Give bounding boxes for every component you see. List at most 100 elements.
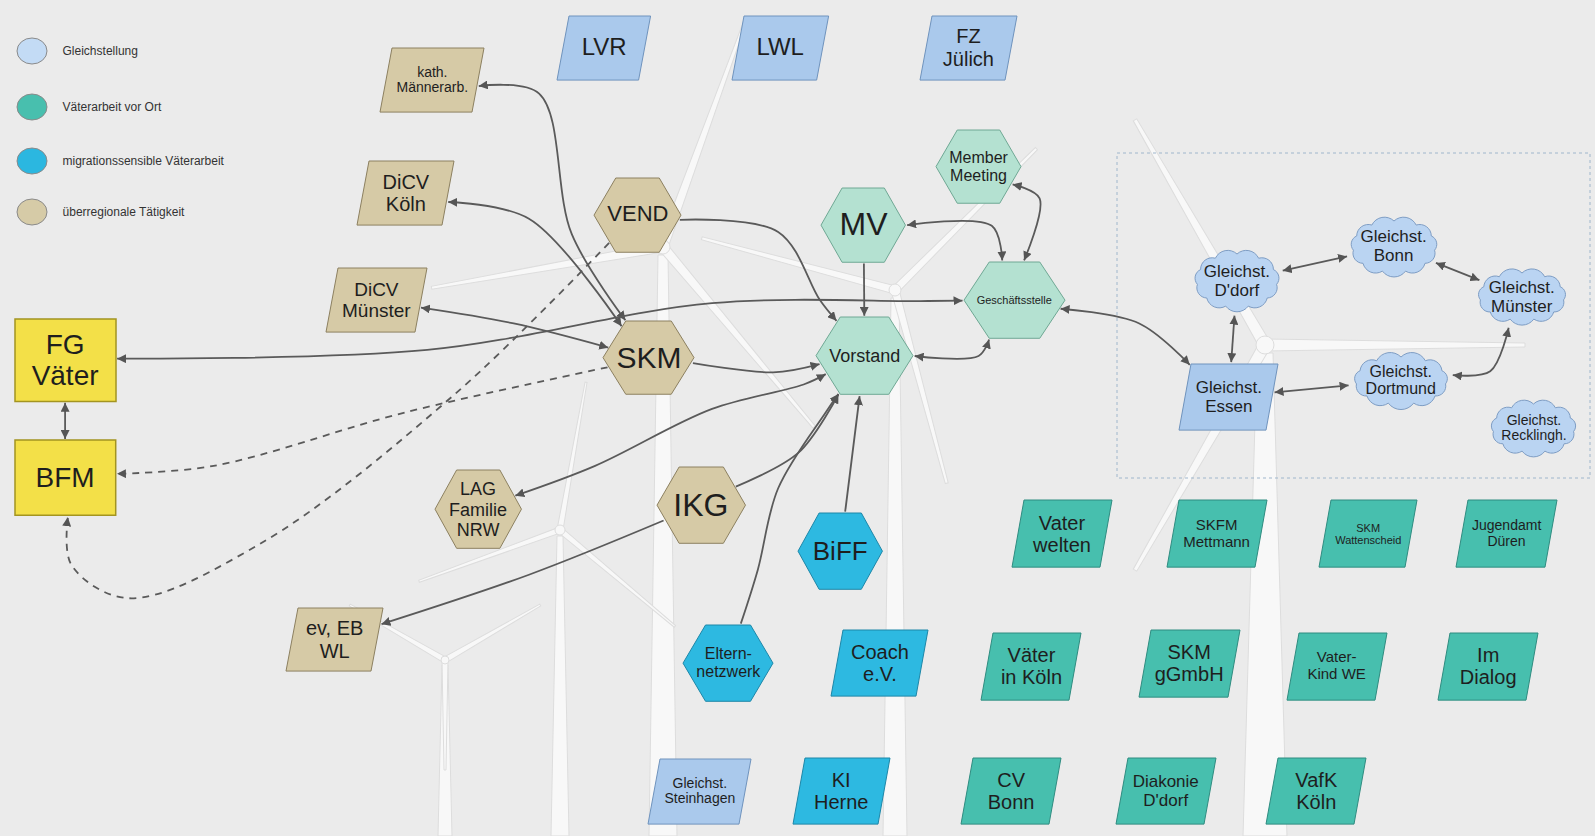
- parallelogram-box: Coach e.V.: [831, 630, 928, 696]
- connector-arrow: [117, 367, 608, 474]
- turbine-blade: [442, 660, 448, 770]
- node-label: VafK Köln: [1282, 769, 1350, 814]
- connector-arrow: [1275, 385, 1349, 392]
- parallelogram-box: Vater-Kind WE: [1287, 633, 1387, 700]
- parallelogram-box: Diakonie D'dorf: [1116, 758, 1216, 824]
- connector-arrow: [1453, 328, 1509, 376]
- parallelogram-box: kath. Männerarb.: [380, 48, 484, 112]
- node-label: Jugendamt Düren: [1472, 518, 1541, 549]
- para-outline: [1266, 758, 1366, 824]
- parallelogram-box: KI Herne: [793, 758, 890, 824]
- hex-outline: [657, 467, 745, 543]
- para-outline: [357, 161, 454, 225]
- parallelogram-box: Vater welten: [1012, 500, 1112, 567]
- para-outline: [557, 16, 651, 80]
- legend-label: überregionale Tätigkeit: [63, 205, 185, 219]
- para-outline: [326, 268, 427, 332]
- para-outline: [793, 758, 890, 824]
- connector-arrow: [680, 220, 837, 321]
- hexagon-node: MV: [821, 188, 905, 262]
- node-label: LWL: [756, 34, 804, 61]
- parallelogram-box: DiCV Münster: [326, 268, 427, 332]
- node-label: BFM: [36, 462, 95, 493]
- hexagon-node: Eltern-netzwerk: [683, 625, 773, 701]
- connector-arrow: [693, 363, 820, 372]
- legend-swatch: [17, 94, 47, 120]
- cloud-node: Gleichst. Münster: [1472, 265, 1572, 328]
- connector-arrow: [915, 339, 989, 358]
- hexagon-node: Member Meeting: [936, 130, 1021, 203]
- node-label: Väter in Köln: [997, 644, 1065, 689]
- legend-row: überregionale Tätigkeit: [15, 198, 185, 226]
- node-label: Member Meeting: [949, 149, 1008, 185]
- cloud-node: Gleichst. Recklingh.: [1485, 396, 1582, 460]
- node-label: Eltern-netzwerk: [696, 645, 760, 681]
- hexagon-node: IKG: [657, 467, 745, 543]
- hex-outline: [594, 178, 681, 252]
- cloud-outline: [1195, 251, 1279, 312]
- para-outline: [648, 759, 751, 824]
- legend-swatch: [17, 38, 47, 64]
- hex-outline: [603, 321, 694, 394]
- node-label: Vater welten: [1028, 512, 1096, 557]
- connector-arrow: [1013, 184, 1041, 260]
- legend-swatch-frame: [15, 147, 49, 175]
- node-label: CV Bonn: [977, 769, 1045, 814]
- hexagon-node: Vorstand: [816, 317, 913, 394]
- hexagon-node: BiFF: [798, 513, 882, 589]
- connector-arrow: [845, 396, 859, 512]
- parallelogram-box: SKM gGmbH: [1139, 630, 1240, 697]
- hex-outline: [936, 130, 1021, 203]
- hex-outline: [435, 470, 521, 548]
- para-outline: [831, 630, 928, 696]
- para-outline: [1116, 758, 1216, 824]
- para-outline: [732, 16, 829, 80]
- para-outline: [981, 633, 1081, 700]
- turbine-hub: [1256, 336, 1274, 354]
- parallelogram-box: Jugendamt Düren: [1456, 500, 1557, 567]
- connector-arrow: [448, 202, 621, 326]
- node-label: Gleichst. Dortmund: [1361, 363, 1441, 399]
- cloud-node: Gleichst. Bonn: [1345, 213, 1443, 280]
- hex-outline: [798, 513, 882, 589]
- turbine-hub: [889, 284, 901, 296]
- node-label: Gleichst. Essen: [1195, 378, 1262, 416]
- node-label: Gleichst. Steinhagen: [664, 776, 735, 807]
- hex-outline: [816, 317, 913, 394]
- rect-outline: [15, 319, 116, 401]
- node-label: SKM gGmbH: [1155, 641, 1224, 686]
- para-outline: [380, 48, 484, 112]
- connector-arrow: [863, 263, 865, 315]
- parallelogram-box: FZ Jülich: [920, 16, 1017, 80]
- parallelogram-box: Väter in Köln: [981, 633, 1081, 700]
- rect-outline: [15, 440, 116, 515]
- para-outline: [920, 16, 1017, 80]
- wind-turbine: [701, 146, 1039, 836]
- para-outline: [1139, 630, 1240, 697]
- para-outline: [1438, 633, 1538, 700]
- connector-arrow: [1283, 256, 1347, 270]
- rect-box: FG Väter: [15, 319, 116, 401]
- node-label: Im Dialog: [1454, 644, 1522, 689]
- node-label: IKG: [673, 488, 728, 524]
- parallelogram-box: LWL: [732, 16, 829, 80]
- legend-swatch-frame: [15, 37, 49, 65]
- wind-turbine: [431, 24, 818, 836]
- parallelogram-box: SKFM Mettmann: [1167, 500, 1267, 567]
- node-label: Vater-Kind WE: [1303, 649, 1371, 683]
- hex-outline: [964, 262, 1065, 338]
- node-label: LVR: [582, 34, 627, 61]
- node-label: DiCV Köln: [373, 171, 438, 216]
- cloud-outline: [1478, 269, 1565, 325]
- legend-swatch: [17, 199, 47, 225]
- node-label: SKFM Mettmann: [1183, 517, 1251, 551]
- connector-arrow: [421, 308, 608, 348]
- group-frame: [1117, 153, 1590, 478]
- legend-row: Gleichstellung: [15, 37, 138, 65]
- turbine-blade: [558, 528, 677, 629]
- parallelogram-box: LVR: [557, 16, 651, 80]
- para-outline: [1456, 500, 1557, 567]
- cloud-outline: [1354, 352, 1447, 409]
